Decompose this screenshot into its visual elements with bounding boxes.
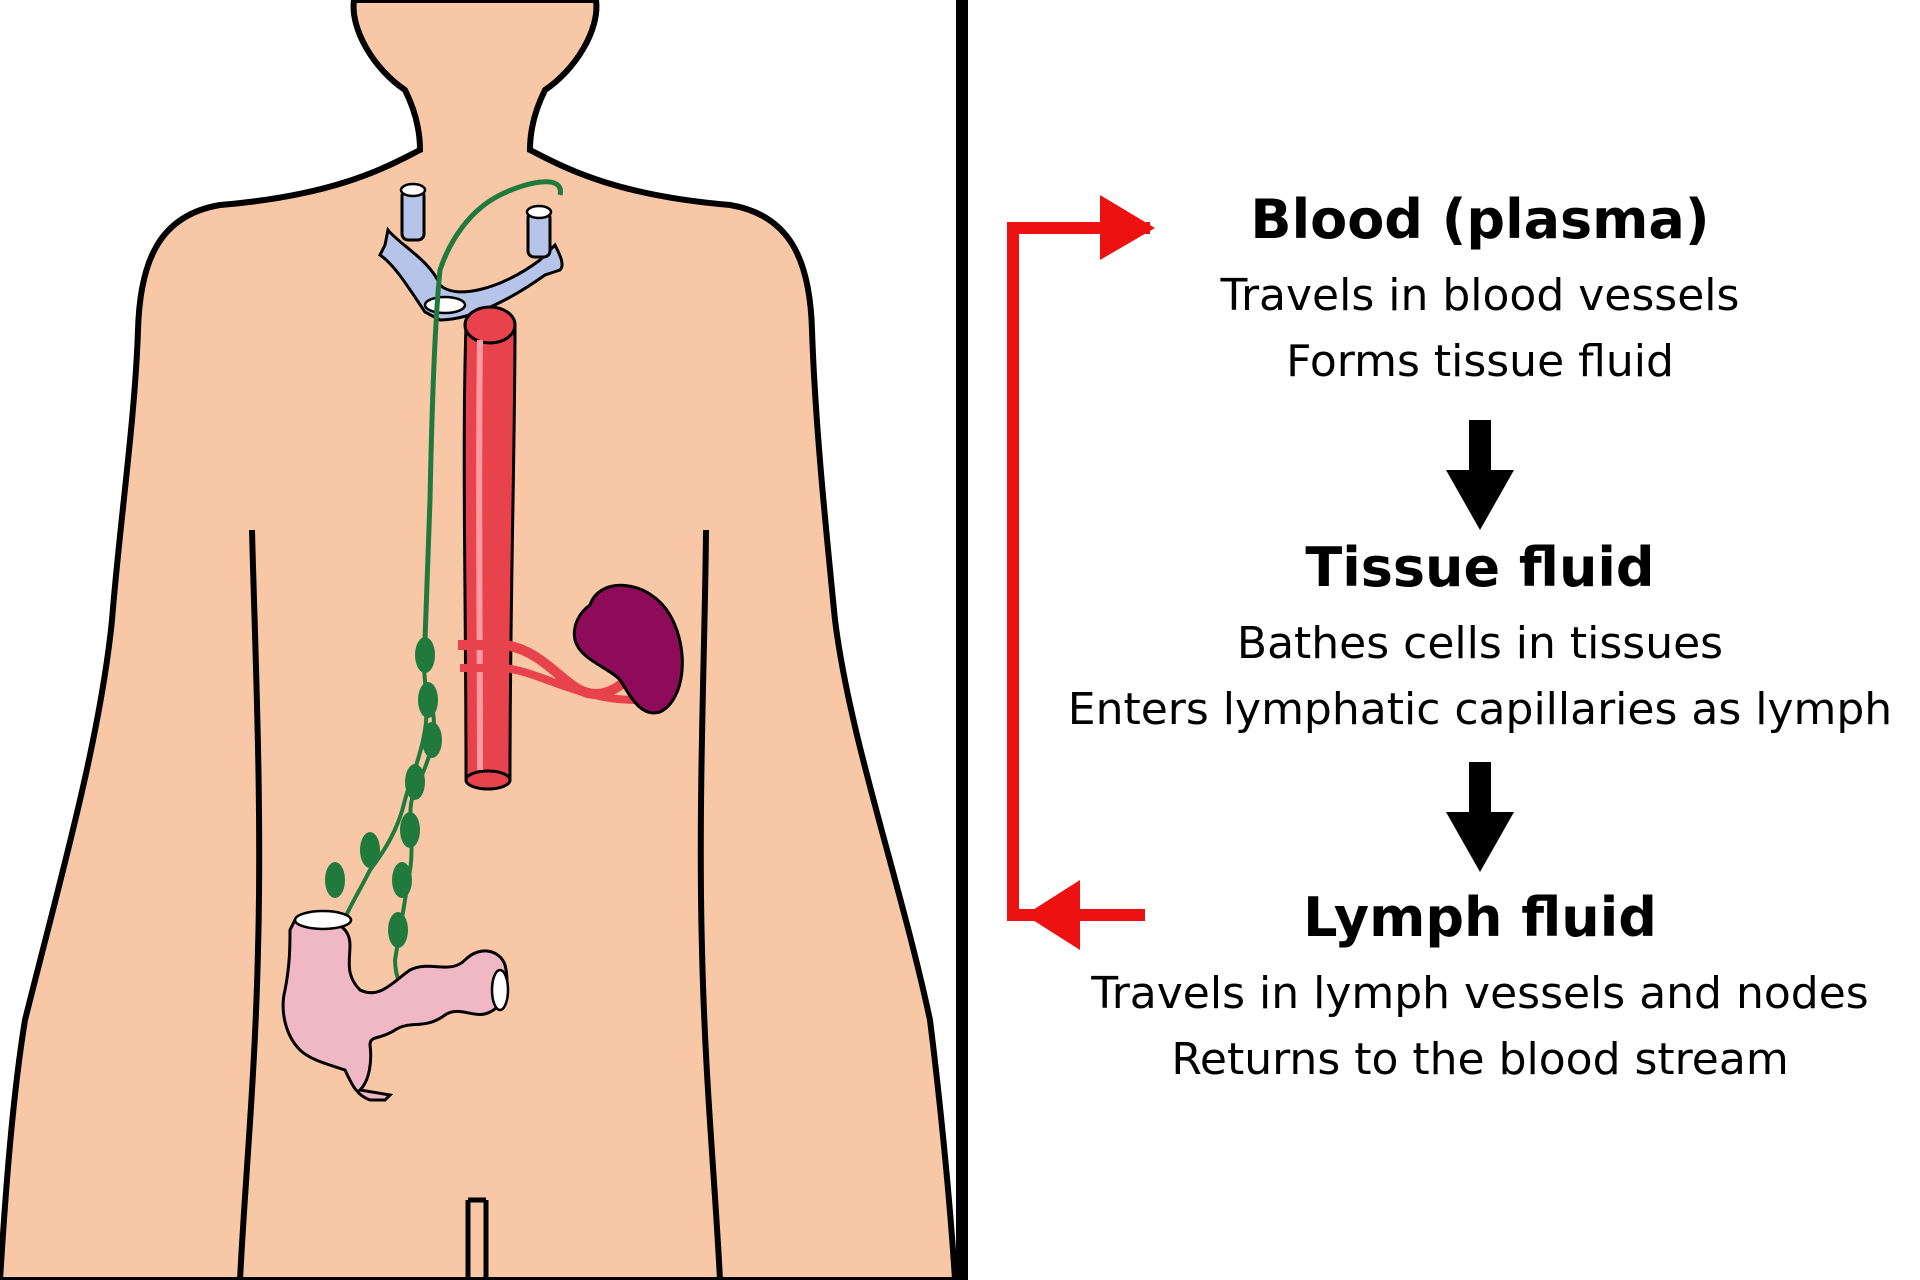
return-arrow-icon xyxy=(1007,195,1155,950)
lymph-node xyxy=(392,862,412,898)
stage-line: Travels in blood vessels xyxy=(1220,270,1740,321)
stage-title-tissue-fluid: Tissue fluid xyxy=(1305,536,1654,599)
stage-line: Bathes cells in tissues xyxy=(1237,618,1723,669)
right-arm-line xyxy=(697,529,723,1280)
intestine xyxy=(281,909,510,1102)
renal-artery-lower xyxy=(460,664,636,704)
panel-divider xyxy=(956,0,968,1280)
lymph-node xyxy=(415,637,435,673)
lymph-node xyxy=(400,812,420,848)
aorta xyxy=(462,305,517,791)
stage-line: Enters lymphatic capillaries as lymph xyxy=(1068,684,1892,735)
down-arrow-icon xyxy=(1446,420,1514,530)
lymph-node xyxy=(405,764,425,800)
lymph-node xyxy=(325,862,345,898)
stage-line: Returns to the blood stream xyxy=(1171,1034,1788,1085)
left-arm-line xyxy=(237,529,263,1280)
kidney xyxy=(572,583,684,715)
flow-panel: Blood (plasma) Travels in blood vessels … xyxy=(1007,188,1892,1085)
thoracic-duct xyxy=(422,179,563,641)
lymph-node xyxy=(418,682,438,718)
stage-line: Forms tissue fluid xyxy=(1286,336,1674,387)
stage-title-lymph-fluid: Lymph fluid xyxy=(1303,886,1657,949)
body-illustration xyxy=(0,0,959,1280)
lymph-node xyxy=(422,722,442,758)
down-arrow-icon xyxy=(1446,762,1514,872)
stage-line: Travels in lymph vessels and nodes xyxy=(1090,968,1868,1019)
lymph-node xyxy=(360,832,380,868)
groin-line xyxy=(465,1197,489,1280)
lymph-node xyxy=(388,912,408,948)
stage-title-blood: Blood (plasma) xyxy=(1250,188,1709,251)
